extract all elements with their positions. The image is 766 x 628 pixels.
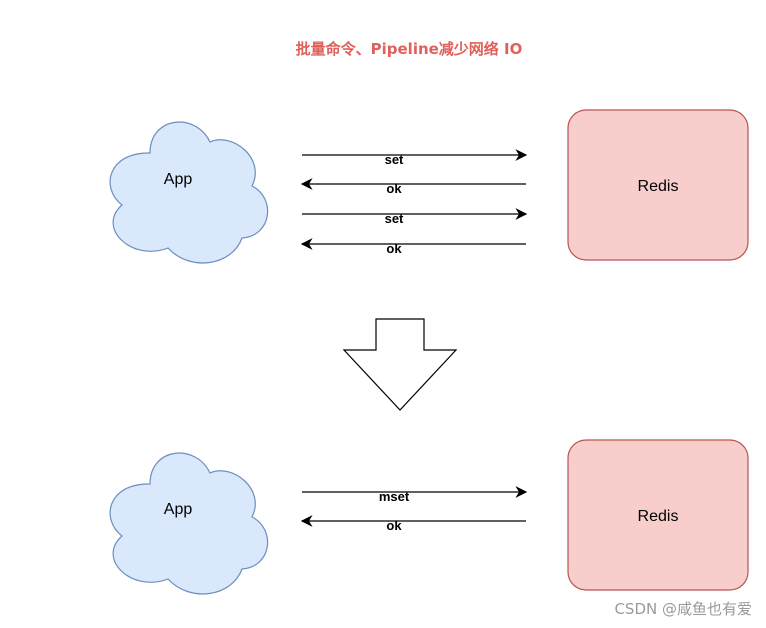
diagram-title: 批量命令、Pipeline减少网络 IO bbox=[296, 40, 523, 58]
redis-label: Redis bbox=[638, 508, 679, 525]
bottom-section: App Redis mset ok bbox=[109, 439, 749, 595]
mset-request-label: mset bbox=[379, 489, 410, 504]
app-label: App bbox=[164, 501, 193, 518]
set-request-label: set bbox=[385, 152, 404, 167]
app-label: App bbox=[164, 171, 193, 188]
ok-response-label: ok bbox=[386, 518, 402, 533]
watermark: CSDN @咸鱼也有爱 bbox=[614, 600, 752, 618]
redis-box bbox=[567, 439, 749, 591]
top-section: App Redis set ok set ok bbox=[109, 109, 749, 264]
ok-response-label: ok bbox=[386, 241, 402, 256]
ok-response-label: ok bbox=[386, 181, 402, 196]
set-request-label: set bbox=[385, 211, 404, 226]
app-cloud-shape bbox=[109, 121, 269, 264]
transition-down-arrow bbox=[342, 318, 458, 411]
redis-box bbox=[567, 109, 749, 261]
app-cloud-shape bbox=[109, 452, 269, 595]
redis-label: Redis bbox=[638, 178, 679, 195]
